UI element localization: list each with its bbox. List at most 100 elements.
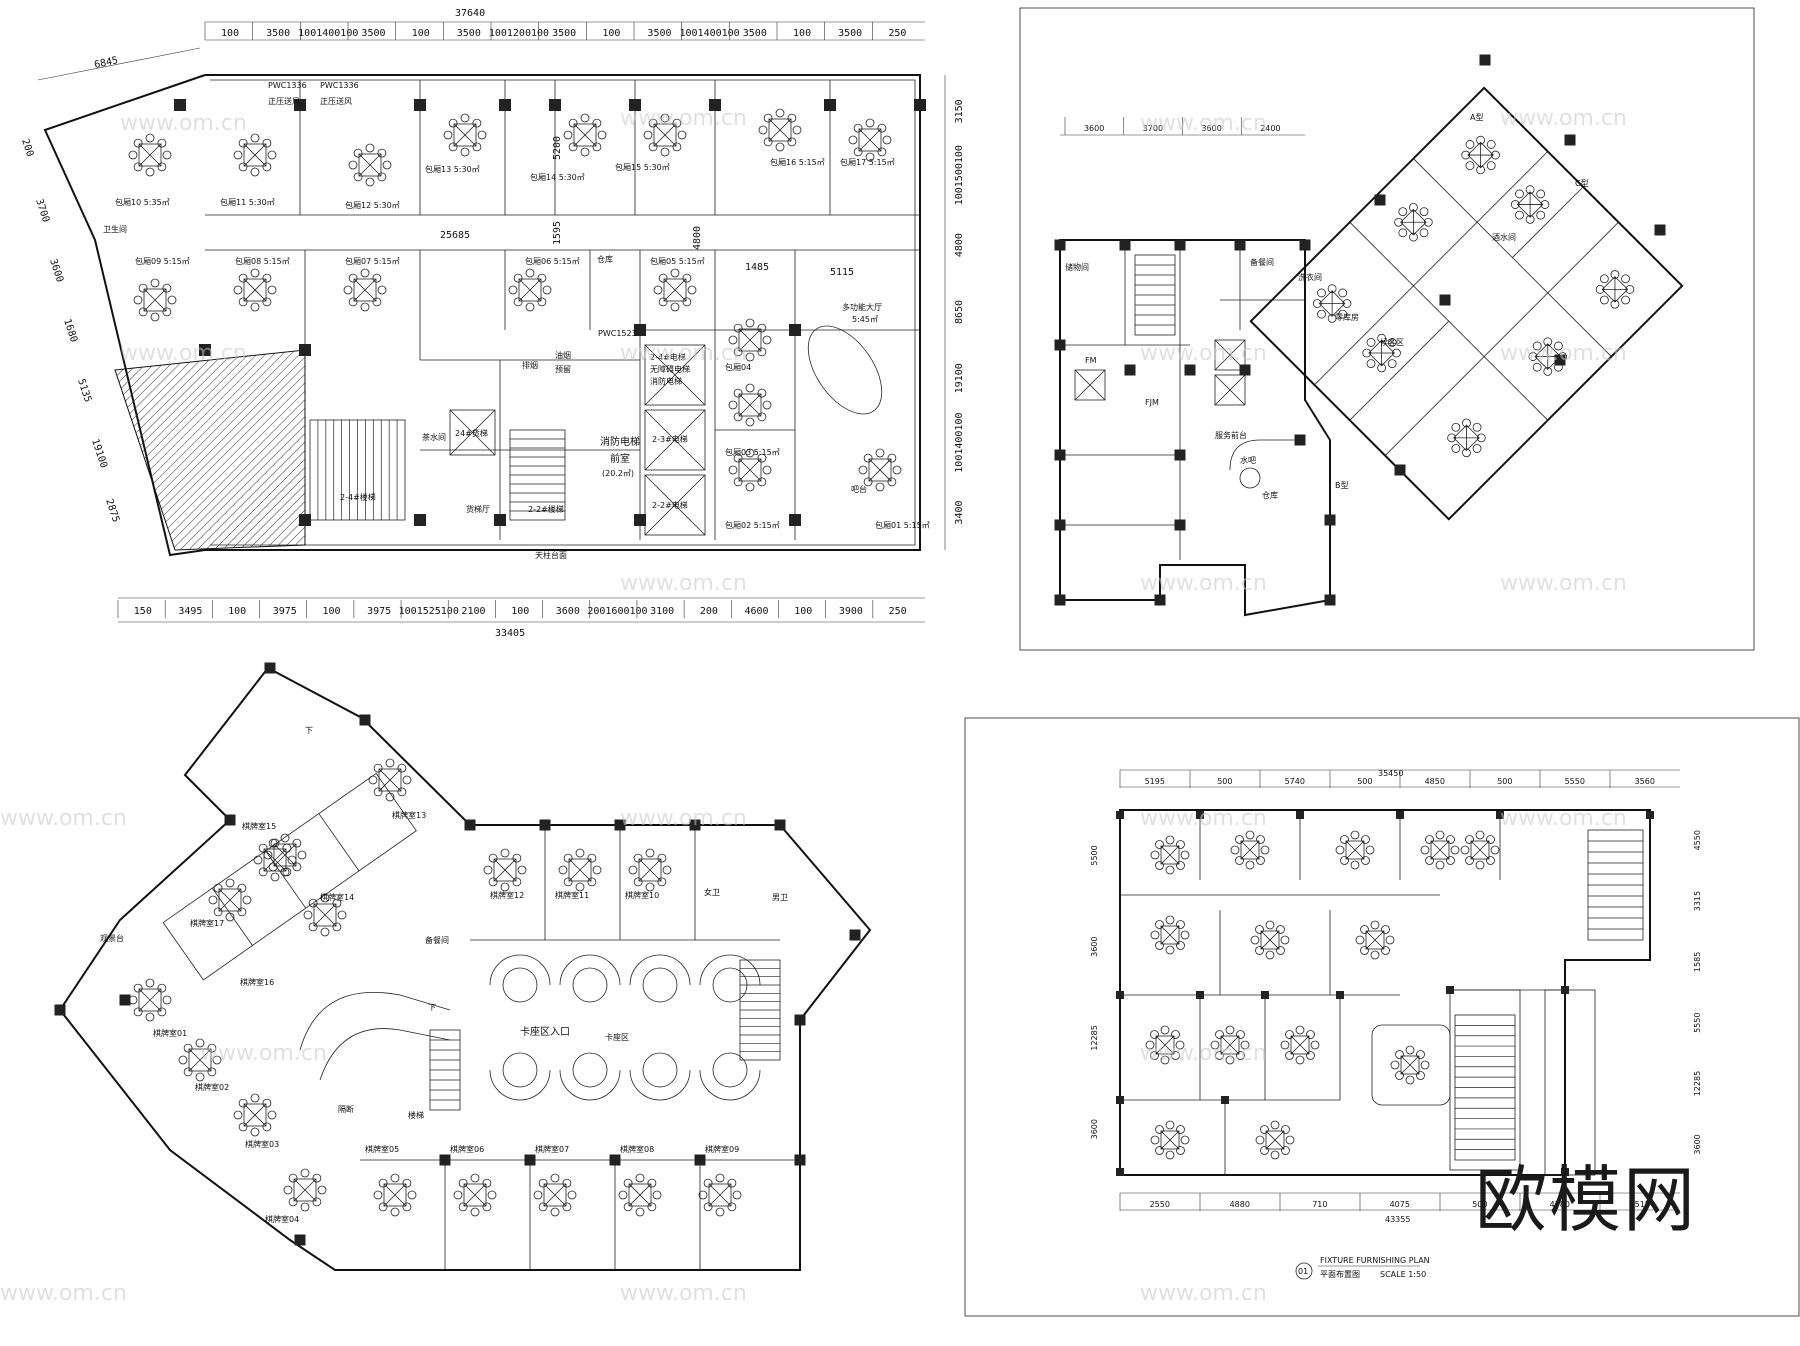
plan-a-label-zhengya-a: PWC1336 <box>268 81 307 90</box>
plan-a-left-dim: 1680 <box>61 318 79 344</box>
chair <box>1446 835 1455 844</box>
plan-a-room-label: 包厢09 5:15㎡ <box>135 256 190 266</box>
chair <box>1610 270 1620 279</box>
chair <box>1419 228 1429 238</box>
chair <box>512 877 522 887</box>
chair <box>262 297 272 307</box>
chair <box>237 907 247 917</box>
chair <box>875 448 885 458</box>
chair <box>1310 1040 1320 1050</box>
chair <box>882 135 892 145</box>
plan-c-table <box>698 1173 742 1217</box>
chair <box>1317 309 1326 319</box>
plan-b-stair <box>1134 254 1176 336</box>
column <box>1324 514 1336 526</box>
plan-a-bot-seg: 200 <box>700 606 718 617</box>
chair <box>763 113 773 123</box>
chair <box>1476 433 1486 443</box>
plan-b-table <box>1510 185 1550 224</box>
plan-c-booth-table <box>502 967 538 1003</box>
plan-c-stair-right <box>739 959 781 1061</box>
plan-a-table <box>128 133 172 177</box>
chair <box>732 1190 742 1200</box>
plan-c-table <box>283 1168 327 1212</box>
table-diag <box>243 1103 267 1127</box>
chair <box>892 465 902 475</box>
chair <box>1390 1060 1400 1070</box>
chair <box>365 143 375 153</box>
chair <box>758 125 768 135</box>
table-top <box>1265 1130 1285 1150</box>
chair <box>1165 945 1175 955</box>
watermark-text: www.om.cn <box>1140 571 1267 596</box>
plan-c-label-male: 男卫 <box>772 893 788 902</box>
table-diag <box>1365 930 1385 950</box>
chair <box>402 1202 412 1212</box>
chair <box>1180 1135 1190 1145</box>
chair <box>250 1093 260 1103</box>
plan-d-table <box>1420 830 1460 870</box>
plan-d-table <box>1255 1120 1295 1160</box>
chair <box>1361 835 1370 844</box>
column <box>1646 811 1654 819</box>
chair <box>253 855 263 865</box>
plan-c-columns <box>54 662 861 1246</box>
chair <box>460 113 470 123</box>
watermark-text: www.om.cn <box>1140 111 1267 136</box>
chair <box>1475 830 1485 840</box>
chair <box>348 273 358 283</box>
table-diag <box>1290 1035 1310 1055</box>
plan-c-room-label: 棋牌室09 <box>705 1144 739 1154</box>
chair <box>550 1173 560 1183</box>
plan-b-label-wash: 洗衣间 <box>1298 272 1322 282</box>
chair <box>303 910 313 920</box>
chair <box>360 268 370 278</box>
plan-a-right-dim: 3400 <box>954 500 965 524</box>
chair <box>1176 920 1185 929</box>
chair <box>687 285 697 295</box>
chair <box>658 273 668 283</box>
plan-a-table <box>643 113 687 157</box>
chair <box>865 118 875 128</box>
chair <box>133 295 143 305</box>
chair <box>618 1190 628 1200</box>
chair <box>563 853 573 863</box>
chair <box>1280 935 1290 945</box>
chair <box>482 1202 492 1212</box>
plan-a-right-dim: 8650 <box>954 300 965 324</box>
plan-a-right-dim: 3150 <box>954 99 965 123</box>
watermark-text: www.om.cn <box>0 806 127 831</box>
chair <box>657 877 667 887</box>
column <box>1054 594 1066 606</box>
column <box>414 514 426 526</box>
plan-c-table <box>558 848 602 892</box>
column <box>1374 194 1386 206</box>
table-top <box>868 458 892 482</box>
chair <box>402 1178 412 1188</box>
table-top <box>1290 1035 1310 1055</box>
plan-c-table <box>263 833 307 877</box>
plan-a-top-seg: 3500 <box>361 28 385 39</box>
chair <box>1160 1025 1170 1035</box>
table-diag <box>1430 840 1450 860</box>
chair <box>1446 856 1455 865</box>
column <box>294 99 306 111</box>
chair <box>377 148 387 158</box>
column <box>1394 464 1406 476</box>
plan-a-label-front-area: (20.2㎡) <box>602 469 634 478</box>
plan-a-bot-seg: 2100 <box>461 606 485 617</box>
plan-d-bot-dim: 3515 <box>1630 1200 1650 1209</box>
chair <box>267 1110 277 1120</box>
plan-a-right-dims: 3150100150010048008650191001001400100340… <box>954 99 965 524</box>
plan-c-room-label: 棋牌室13 <box>392 810 426 820</box>
chair <box>320 927 330 937</box>
chair <box>1465 856 1474 865</box>
chair <box>1165 1120 1175 1130</box>
plan-c-booth <box>489 1069 551 1101</box>
chair <box>385 758 395 768</box>
column <box>634 514 646 526</box>
chair <box>703 1178 713 1188</box>
plan-a-hatched-area <box>114 349 306 551</box>
plan-a-top-seg: 3500 <box>552 28 576 39</box>
